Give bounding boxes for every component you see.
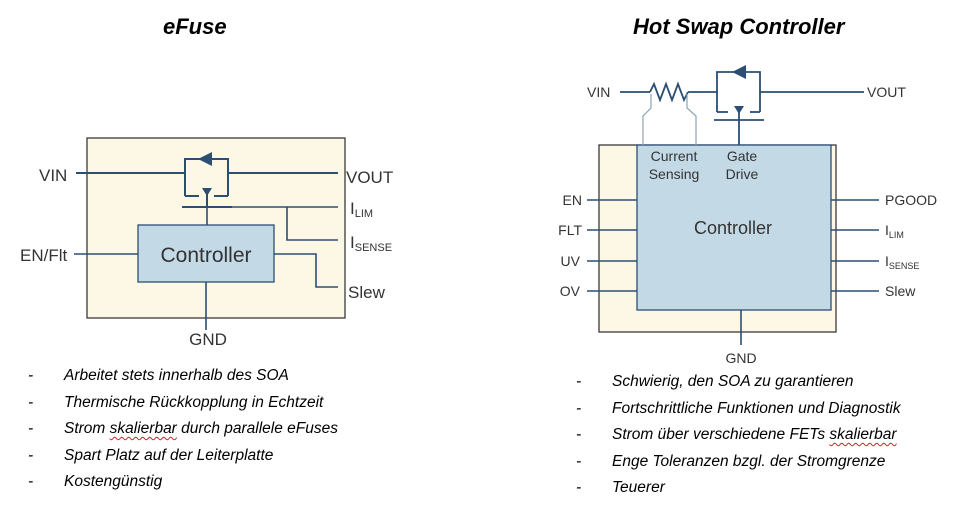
hotswap-flt-label: FLT [558,222,582,238]
hotswap-pgood-label: PGOOD [885,192,937,208]
efuse-slew-label: Slew [348,283,386,302]
hotswap-slew-label: Slew [885,283,916,299]
hotswap-sense-taps [642,94,697,145]
sense-resistor [649,81,689,103]
hotswap-pins [587,199,879,345]
spellcheck-underlined-word: skalierbar [829,426,897,443]
hotswap-vout-label: VOUT [867,84,906,100]
efuse-diagram: Controller VIN VOUT ILIM ISENSE EN/Flt S… [20,137,393,349]
efuse-gnd-label: GND [189,330,227,349]
hotswap-gnd-label: GND [725,350,756,366]
efuse-body-diode-arrow [198,152,212,166]
hotswap-current-label: Current [651,148,698,164]
hotswap-sensing-label: Sensing [649,166,700,182]
hotswap-ilim-label: ILIM [885,222,904,240]
efuse-en-flt-label: EN/Flt [20,246,68,265]
hotswap-vin-label: VIN [587,84,610,100]
hotswap-gate-label: Gate [727,148,758,164]
efuse-vout-label: VOUT [346,168,393,187]
hotswap-controller-box [636,144,832,311]
efuse-vin-label: VIN [39,166,67,185]
efuse-ilim-label: ILIM [350,199,373,220]
hotswap-uv-label: UV [561,253,581,269]
block-diagrams: Controller VIN VOUT ILIM ISENSE EN/Flt S… [20,65,937,366]
efuse-isense-label: ISENSE [350,233,392,254]
efuse-wires [74,206,338,330]
hotswap-ov-label: OV [560,283,581,299]
hotswap-title: Hot Swap Controller [633,14,845,39]
hotswap-body-diode-arrow [732,65,746,79]
efuse-gate-arrow [202,188,212,196]
spellcheck-underlined-word: skalierbar [109,420,177,437]
hotswap-gate-arrow [734,106,744,114]
efuse-title: eFuse [163,14,227,39]
hotswap-en-label: EN [563,192,582,208]
hotswap-drive-label: Drive [726,166,759,182]
hotswap-isense-label: ISENSE [885,253,919,271]
efuse-controller-label: Controller [160,244,251,267]
hotswap-controller-label: Controller [694,218,772,238]
hotswap-diagram: Controller Current Sensing Gate Drive [558,65,937,366]
